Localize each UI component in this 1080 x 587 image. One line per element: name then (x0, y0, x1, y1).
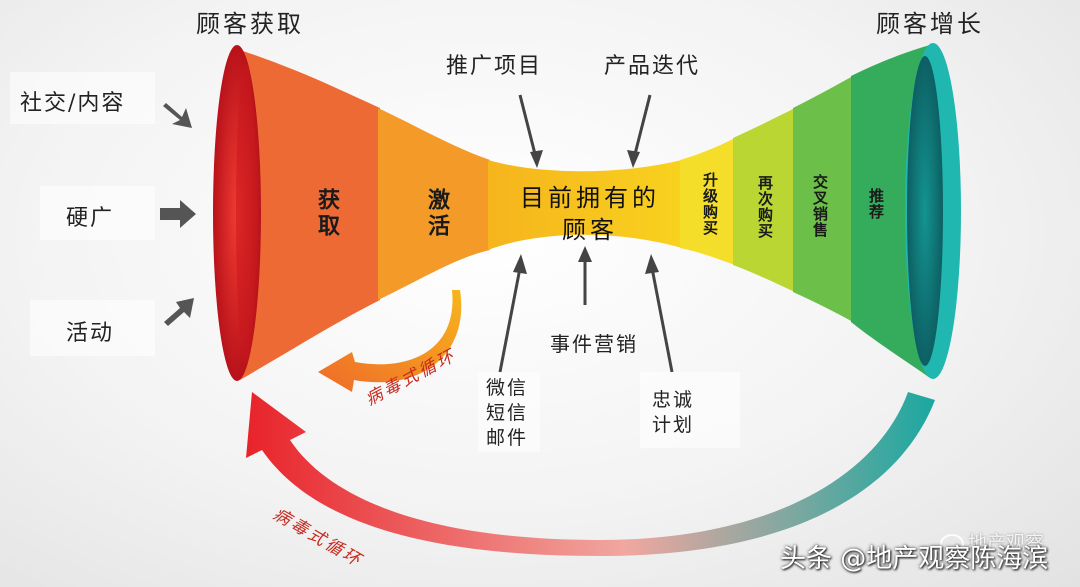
arrow-iteration (632, 94, 652, 159)
small-loop-arrow (318, 290, 462, 392)
label-loyalty-2: 计划 (652, 414, 695, 436)
label-activity: 活动 (66, 321, 115, 346)
arrow-hard-ad (160, 200, 196, 228)
panel-social (10, 72, 155, 124)
segment-label-recommend: 推荐 (867, 188, 885, 220)
segment-label-cross-sell: 交叉销售 (811, 174, 829, 238)
segment-upgrade (680, 138, 735, 265)
label-mail: 邮件 (486, 427, 529, 449)
panel-channels (478, 372, 540, 452)
arrow-promotion (518, 94, 538, 159)
label-hard-ad: 硬广 (66, 206, 115, 231)
watermark-logo-text: 地产观察 (968, 532, 1045, 554)
segment-cross-sell (793, 76, 853, 322)
segment-center (488, 160, 682, 250)
arrow-activity (164, 298, 194, 326)
panel-loyalty (640, 372, 740, 448)
watermark-logo: 地产观察 (940, 528, 1044, 555)
label-social: 社交/内容 (20, 91, 126, 116)
input-arrows (160, 103, 196, 326)
watermark-account: 头条 @地产观察陈海滨 (780, 544, 1049, 574)
center-label: 目前拥有的 顾客 (520, 182, 660, 246)
label-loyalty: 忠诚 计划 (652, 388, 694, 438)
label-channels: 微信 短信 邮件 (486, 376, 528, 451)
label-sms: 短信 (486, 402, 529, 424)
segment-acquire (240, 50, 380, 380)
label-event: 事件营销 (550, 332, 638, 356)
label-wechat: 微信 (486, 377, 529, 399)
segment-repurchase (733, 108, 795, 292)
panel-hard-ad (40, 186, 155, 240)
header-acquisition: 顾客获取 (196, 10, 304, 38)
label-loyalty-1: 忠诚 (652, 389, 695, 411)
segment-activate (378, 108, 490, 300)
arrow-loyalty (650, 267, 674, 373)
segment-label-repurchase: 再次购买 (756, 175, 774, 239)
center-line-1: 目前拥有的 (520, 184, 660, 212)
segment-label-upgrade: 升级购买 (701, 172, 719, 236)
label-promotion: 推广项目 (446, 54, 543, 79)
segment-label-acquire: 获取 (314, 188, 340, 240)
label-iteration: 产品迭代 (604, 54, 701, 79)
big-loop-arrow (246, 392, 935, 556)
wechat-icon (940, 533, 964, 554)
arrow-social (163, 103, 192, 128)
center-line-2: 顾客 (562, 216, 618, 244)
segment-label-activate: 激活 (424, 188, 450, 240)
arrow-wechat (498, 267, 522, 373)
header-growth: 顾客增长 (876, 10, 984, 38)
panel-activity (30, 300, 155, 356)
